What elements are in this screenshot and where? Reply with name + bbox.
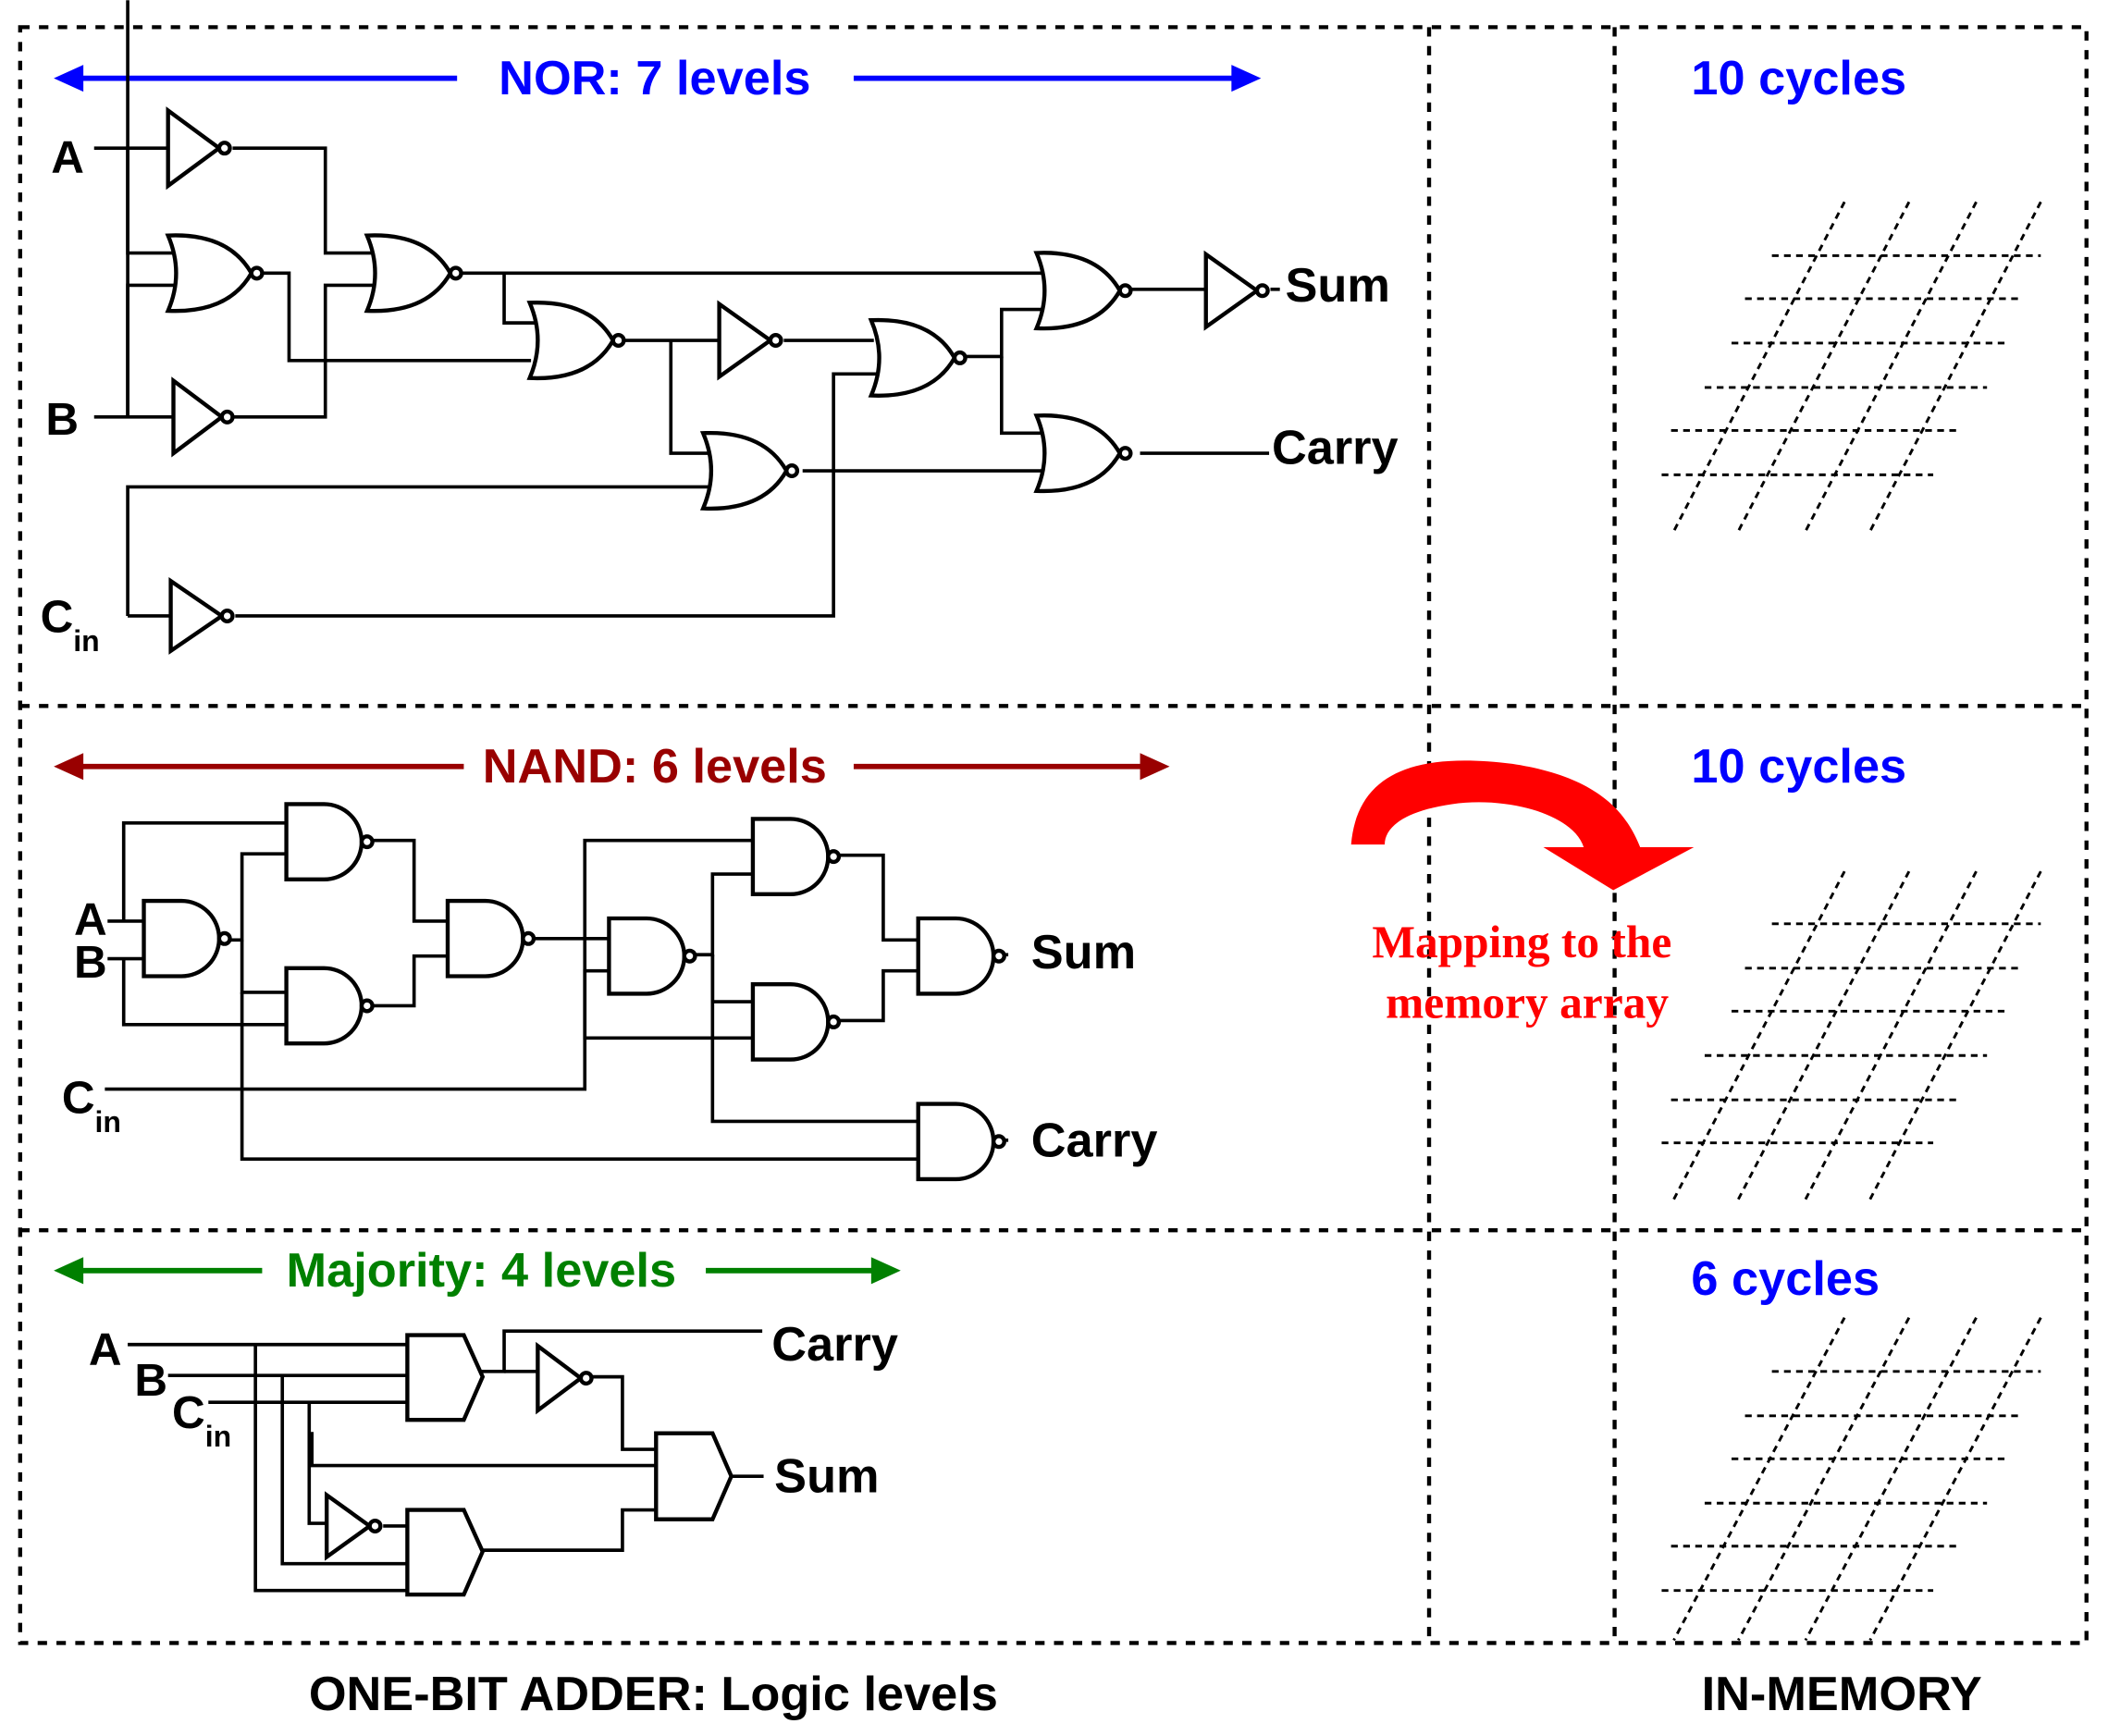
nor-levels-arrow bbox=[54, 65, 1262, 92]
crossbar-grid-icon bbox=[1661, 201, 2042, 1642]
footer-logic-levels: ONE-BIT ADDER: Logic levels bbox=[309, 1668, 998, 1721]
nor-not-sum bbox=[1203, 250, 1270, 331]
nand-gate-4 bbox=[445, 898, 536, 979]
majority-gate-sum bbox=[654, 1431, 734, 1521]
nand-memory-array bbox=[1661, 870, 2042, 1200]
majority-not-top bbox=[536, 1341, 594, 1415]
curved-arrow-icon bbox=[1350, 760, 1695, 891]
majority-wires bbox=[128, 1329, 764, 1593]
nor-not-mid bbox=[717, 300, 783, 381]
nand-gate-1 bbox=[142, 898, 232, 979]
nor-gate-2 bbox=[364, 233, 463, 314]
majority-input-b: B bbox=[134, 1355, 167, 1406]
nand-gate-carry bbox=[916, 1102, 1006, 1182]
nor-gate-sum bbox=[1033, 251, 1133, 331]
nor-gate-1 bbox=[165, 233, 265, 314]
nand-input-b: B bbox=[74, 937, 107, 988]
mapping-label-line1: Mapping to the bbox=[1372, 917, 1671, 967]
majority-not-bottom bbox=[325, 1491, 383, 1561]
nand-output-carry: Carry bbox=[1031, 1114, 1158, 1167]
majority-gates bbox=[325, 1333, 734, 1597]
nor-input-b: B bbox=[45, 394, 79, 445]
nor-gate-3 bbox=[526, 301, 626, 381]
nor-input-a: A bbox=[51, 131, 84, 182]
nand-levels-arrow bbox=[54, 753, 1170, 781]
nand-wires bbox=[105, 820, 1009, 1161]
majority-gate-carry bbox=[405, 1333, 486, 1422]
nor-not-b bbox=[171, 376, 235, 458]
majority-output-carry: Carry bbox=[771, 1318, 898, 1372]
nor-not-a bbox=[166, 106, 232, 191]
nand-gate-2 bbox=[284, 802, 375, 882]
nor-gate-carry bbox=[1033, 413, 1133, 494]
majority-title: Majority: 4 levels bbox=[287, 1244, 677, 1298]
footer-in-memory: IN-MEMORY bbox=[1702, 1668, 1982, 1721]
nor-cycles: 10 cycles bbox=[1691, 52, 1906, 105]
nor-wires bbox=[93, 0, 1280, 618]
majority-output-sum: Sum bbox=[774, 1450, 879, 1504]
panel-frame bbox=[18, 25, 2089, 1645]
nand-gate-sum bbox=[916, 916, 1006, 996]
nor-not-cin bbox=[168, 577, 235, 655]
nand-section: NAND: 6 levels A B Cin Sum Carry bbox=[54, 740, 1170, 1182]
nor-gates bbox=[165, 106, 1270, 655]
nand-input-cin: Cin bbox=[62, 1073, 121, 1139]
nand-input-a: A bbox=[74, 893, 107, 944]
nand-gates bbox=[142, 802, 1006, 1182]
majority-memory-array bbox=[1661, 1316, 2042, 1642]
nor-output-carry: Carry bbox=[1272, 422, 1399, 475]
nor-gate-4 bbox=[699, 430, 800, 511]
nand-gate-5 bbox=[607, 916, 697, 996]
nand-cycles: 10 cycles bbox=[1691, 740, 1906, 794]
majority-cycles: 6 cycles bbox=[1691, 1252, 1880, 1306]
majority-section: Majority: 4 levels A B Cin Carry Sum bbox=[54, 1244, 901, 1597]
nor-title: NOR: 7 levels bbox=[499, 52, 810, 105]
nand-gate-6 bbox=[750, 817, 842, 897]
majority-gate-bottom bbox=[405, 1508, 486, 1597]
mapping-label-line2: memory array bbox=[1386, 978, 1669, 1028]
majority-input-cin: Cin bbox=[172, 1387, 231, 1453]
nor-input-cin: Cin bbox=[41, 591, 100, 657]
nand-gate-3 bbox=[284, 966, 375, 1046]
nor-output-sum: Sum bbox=[1285, 259, 1389, 313]
nor-memory-array bbox=[1661, 201, 2042, 533]
nand-gate-7 bbox=[750, 982, 842, 1062]
nor-section: NOR: 7 levels A B Cin Sum Carry bbox=[41, 0, 1399, 658]
majority-input-a: A bbox=[89, 1324, 122, 1375]
nand-title: NAND: 6 levels bbox=[483, 740, 827, 794]
nand-output-sum: Sum bbox=[1031, 926, 1136, 979]
majority-levels-arrow bbox=[54, 1257, 901, 1285]
nor-gate-5 bbox=[868, 317, 968, 398]
